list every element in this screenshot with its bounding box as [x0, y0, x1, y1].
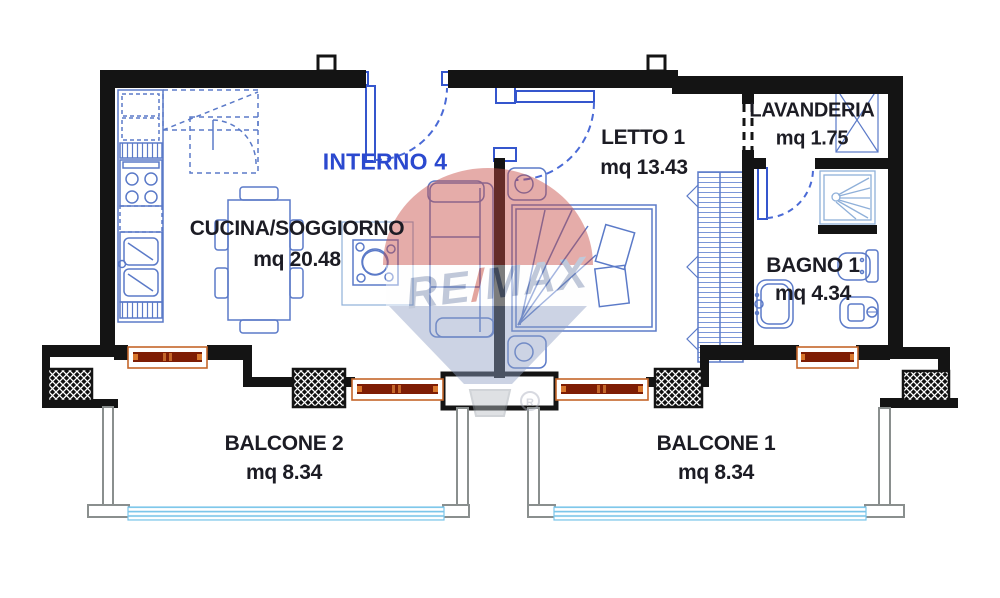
- room-label-balcone2: BALCONE 2: [224, 432, 344, 455]
- remax-watermark: RE/MAX R: [383, 168, 593, 417]
- kitchen-sink-icon: [117, 231, 163, 303]
- partition-wall: [494, 158, 505, 378]
- wall-notch: [646, 54, 667, 73]
- room-label-letto: LETTO 1: [601, 126, 685, 149]
- balloon-top: [383, 168, 593, 265]
- balcony-structures: [87, 406, 905, 521]
- kitchen-window: [127, 346, 208, 369]
- wall-top-mid: [448, 70, 678, 88]
- balcony-divider-foot: [87, 504, 130, 518]
- coffee-table-plant: [341, 221, 414, 306]
- pillar: [653, 367, 704, 409]
- stove-icon: [119, 159, 163, 207]
- shower-icon: [819, 170, 876, 225]
- balloon-bottom: [389, 306, 587, 384]
- balcony-divider: [878, 407, 891, 508]
- balcony-divider-foot: [527, 504, 556, 518]
- dashed-wall: [742, 104, 754, 152]
- unit-label: INTERNO 4: [322, 148, 448, 175]
- room-area-lavanderia: mq 1.75: [775, 127, 849, 150]
- windows: [127, 346, 859, 401]
- upper-cabinets: [162, 89, 259, 174]
- room-label-cucina: CUCINA/SOGGIORNO: [189, 217, 405, 240]
- kitchen-counter: [117, 89, 164, 323]
- pillar: [46, 367, 94, 403]
- wall-top-left: [100, 70, 366, 88]
- room-area-bagno: mq 4.34: [774, 282, 852, 305]
- registered-letter: R: [526, 397, 534, 409]
- room-area-letto: mq 13.43: [600, 156, 688, 179]
- pillar: [901, 369, 951, 403]
- bedroom-balcony-door: [555, 378, 649, 401]
- room-label-lavanderia: LAVANDERIA: [749, 99, 875, 122]
- balcony-railing: [127, 506, 445, 521]
- balcony-divider-foot: [864, 504, 905, 518]
- room-area-balcone2: mq 8.34: [245, 461, 323, 484]
- sofa: [427, 180, 495, 338]
- balloon-band: [386, 265, 590, 306]
- bathroom-door: [757, 167, 814, 220]
- toilet-icon: [837, 249, 879, 283]
- central-wall-block: [440, 371, 559, 411]
- room-label-bagno: BAGNO 1: [766, 254, 860, 277]
- bathroom-sink-icon: [754, 279, 794, 329]
- balcony-divider: [527, 407, 540, 508]
- balcony-divider: [102, 406, 114, 508]
- bathroom-window: [796, 346, 859, 369]
- balcony-divider: [456, 407, 469, 508]
- wall-top-right: [672, 76, 903, 94]
- bed: [507, 167, 657, 369]
- wall-notch: [316, 54, 337, 73]
- balcony-railing: [553, 506, 867, 521]
- room-area-cucina: mq 20.48: [253, 248, 341, 271]
- bidet-icon: [839, 296, 879, 329]
- balcony-divider-foot: [442, 504, 470, 518]
- room-area-balcone1: mq 8.34: [677, 461, 755, 484]
- balloon-basket: [468, 389, 512, 417]
- pillar: [291, 367, 347, 409]
- watermark-text: RE/MAX: [403, 248, 591, 319]
- bedroom-door: [495, 86, 595, 181]
- living-balcony-door: [351, 378, 444, 401]
- dining-table: [214, 186, 304, 334]
- pillars: [46, 367, 951, 409]
- registered-icon: [520, 391, 540, 411]
- wardrobe: [686, 171, 744, 363]
- room-label-balcone1: BALCONE 1: [656, 432, 776, 455]
